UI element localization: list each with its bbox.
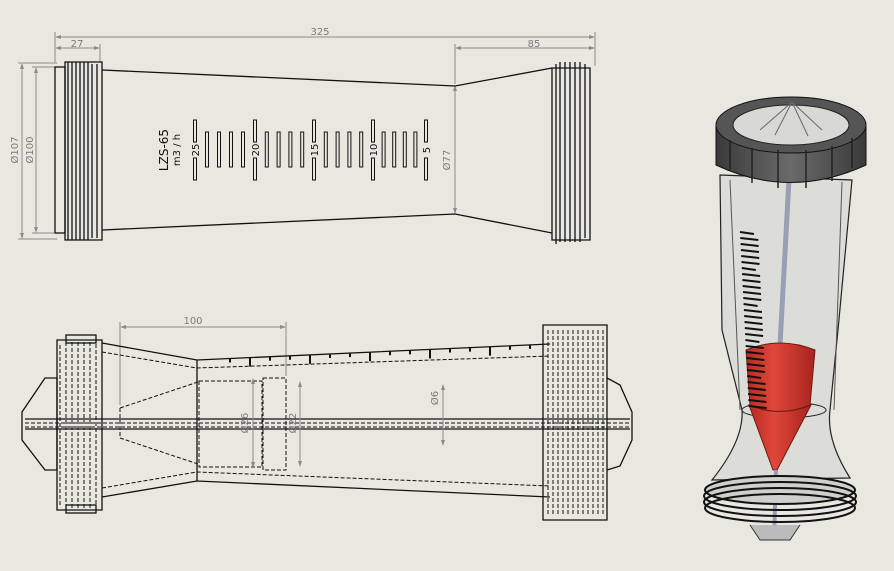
scale-minor-tick — [359, 131, 364, 168]
dimension-outer-diameter: Ø107 — [9, 62, 57, 240]
scale-minor-tick — [241, 131, 245, 168]
dimension-rod-diameter: Ø6 — [429, 384, 445, 446]
left-thread — [54, 61, 103, 241]
top-cap-3d — [715, 96, 867, 188]
svg-text:100: 100 — [183, 316, 202, 327]
scale-tick-3d — [745, 339, 760, 343]
scale-major-tick: 5 — [422, 119, 433, 181]
scale-tick-3d — [744, 315, 763, 319]
scale-label: 5 — [422, 147, 433, 153]
scale-minor-tick — [229, 131, 233, 168]
scale-tick-3d — [747, 393, 767, 397]
float-head — [262, 377, 287, 471]
scale-minor-tick — [392, 131, 397, 168]
scale-tick-3d — [746, 363, 765, 367]
scale-major-tick: 15 — [310, 119, 321, 181]
scale-tick-3d — [739, 231, 755, 235]
scale-minor-tick — [323, 131, 328, 168]
scale-minor-tick — [413, 131, 418, 168]
scale-tick-3d — [744, 321, 763, 325]
guide-rod — [25, 418, 630, 430]
svg-text:Ø26: Ø26 — [239, 413, 251, 434]
section-view: 100 Ø26 Ø22 Ø6 — [21, 316, 633, 521]
dimension-bore-diameter: Ø22 — [287, 381, 302, 467]
scale-label: 10 — [369, 144, 380, 157]
svg-text:Ø100: Ø100 — [24, 137, 36, 164]
svg-text:325: 325 — [310, 27, 329, 38]
scale-tick-3d — [741, 255, 760, 259]
scale-tick-3d — [741, 261, 760, 265]
dimension-throat-diameter: Ø77 — [441, 85, 457, 214]
scale-minor-tick — [402, 131, 407, 168]
scale-tick-3d — [741, 267, 756, 271]
unit-label: m3 / h — [172, 134, 183, 166]
flow-scale: 25 20 15 10 5 — [191, 119, 433, 181]
svg-text:Ø22: Ø22 — [287, 413, 299, 434]
scale-tick-3d — [745, 351, 765, 355]
tube-outline — [101, 67, 553, 234]
dimension-length: 100 — [119, 316, 287, 405]
scale-marks-3d — [739, 231, 767, 409]
scale-tick-3d — [746, 357, 765, 361]
scale-tick-3d — [741, 273, 761, 277]
scale-tick-3d — [748, 405, 767, 409]
dimension-left-thread: 27 — [55, 39, 101, 62]
dimension-right-section: 85 — [454, 39, 595, 84]
scale-minor-tick — [217, 131, 221, 168]
float-body — [198, 380, 263, 468]
iso-view — [703, 96, 867, 541]
scale-tick-3d — [740, 243, 759, 247]
scale-label: 25 — [191, 144, 202, 157]
section-scale-ticks — [229, 344, 531, 367]
left-flange — [21, 334, 103, 514]
right-cap — [542, 324, 633, 521]
scale-minor-tick — [347, 131, 352, 168]
scale-tick-3d — [746, 369, 766, 373]
scale-major-tick: 10 — [369, 119, 380, 181]
scale-tick-3d — [743, 303, 758, 307]
scale-tick-3d — [747, 381, 766, 385]
scale-major-tick: 25 — [191, 119, 202, 181]
svg-text:Ø107: Ø107 — [9, 137, 21, 164]
scale-minor-tick — [381, 131, 386, 168]
scale-minor-tick — [288, 131, 293, 168]
scale-tick-3d — [743, 309, 763, 313]
scale-tick-3d — [742, 285, 761, 289]
scale-tick-3d — [747, 375, 762, 379]
scale-minor-tick — [335, 131, 340, 168]
scale-label: 15 — [310, 144, 321, 157]
scale-major-tick: 20 — [251, 119, 262, 181]
dimension-float-diameter: Ø26 — [239, 378, 255, 468]
scale-minor-tick — [205, 131, 209, 168]
dimension-overall-length: 325 — [54, 27, 596, 66]
inlet-cone — [119, 381, 199, 465]
bottom-thread-3d — [703, 475, 857, 541]
scale-tick-3d — [745, 345, 764, 349]
scale-tick-3d — [740, 237, 759, 241]
dimension-inner-diameter: Ø100 — [24, 66, 57, 234]
scale-tick-3d — [747, 387, 766, 391]
scale-tick-3d — [744, 333, 764, 337]
top-view: 325 27 85 Ø107 Ø100 Ø77 — [9, 27, 596, 244]
scale-tick-3d — [742, 279, 761, 283]
right-thread — [551, 62, 591, 244]
scale-label: 20 — [251, 144, 262, 157]
scale-tick-3d — [740, 249, 760, 253]
svg-text:Ø77: Ø77 — [441, 150, 453, 171]
svg-text:27: 27 — [71, 39, 84, 50]
scale-tick-3d — [742, 291, 762, 295]
body-outline — [101, 342, 551, 498]
scale-tick-3d — [744, 327, 763, 331]
model-label: LZS-65 — [157, 129, 171, 171]
scale-tick-3d — [748, 399, 767, 403]
scale-tick-3d — [743, 297, 762, 301]
scale-minor-tick — [276, 131, 281, 168]
svg-text:Ø6: Ø6 — [429, 391, 441, 405]
scale-minor-tick — [264, 131, 269, 168]
scale-minor-tick — [300, 131, 305, 168]
svg-text:85: 85 — [528, 39, 541, 50]
